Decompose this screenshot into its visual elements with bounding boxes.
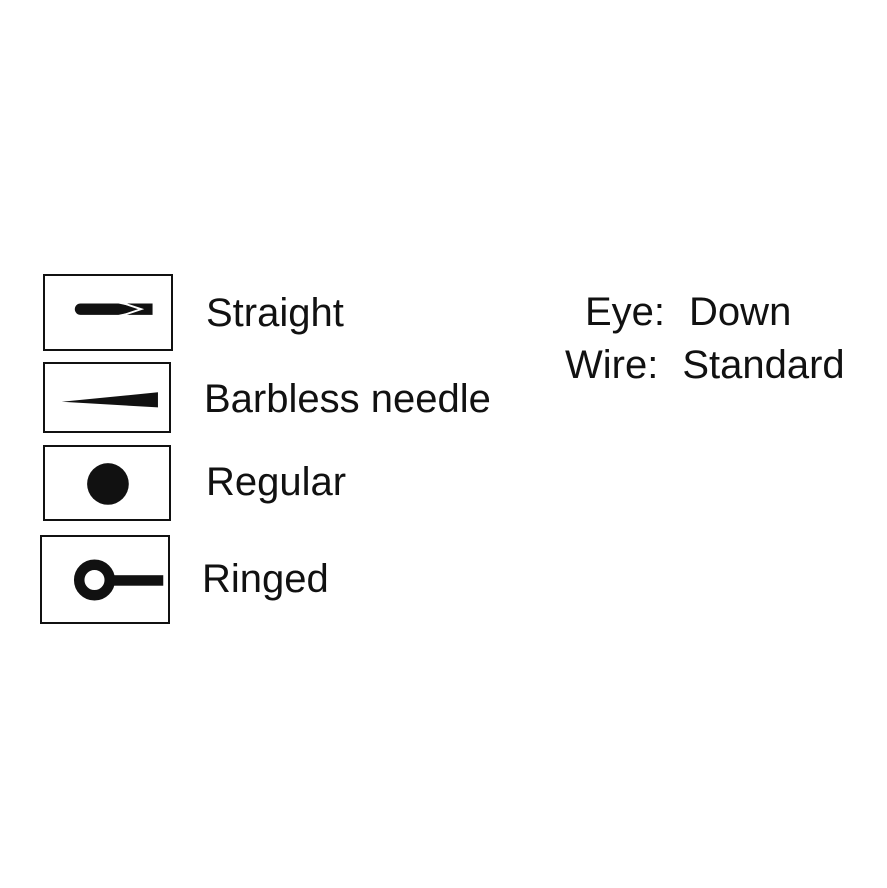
legend-label-straight: Straight bbox=[206, 291, 344, 335]
spec-wire-key: Wire: bbox=[565, 343, 659, 387]
spec-eye: Eye: Down bbox=[585, 292, 791, 332]
legend-label-regular: Regular bbox=[206, 460, 347, 504]
straight-eye-shank-icon bbox=[74, 302, 153, 316]
legend-box-straight bbox=[43, 274, 173, 351]
legend-box-regular bbox=[43, 445, 171, 521]
legend-label-barbless: Barbless needle bbox=[204, 377, 491, 421]
legend-box-ringed bbox=[40, 535, 170, 624]
spec-eye-value: Down bbox=[689, 290, 792, 334]
legend-box-barbless bbox=[43, 362, 171, 433]
legend-label-ringed: Ringed bbox=[202, 557, 329, 601]
spec-eye-key: Eye: bbox=[585, 290, 666, 334]
spec-wire-value: Standard bbox=[682, 343, 845, 387]
barbless-needle-point-icon bbox=[61, 392, 158, 408]
ringed-eye-icon bbox=[73, 559, 164, 601]
regular-dot-icon bbox=[87, 463, 129, 505]
spec-wire: Wire: Standard bbox=[565, 345, 845, 385]
